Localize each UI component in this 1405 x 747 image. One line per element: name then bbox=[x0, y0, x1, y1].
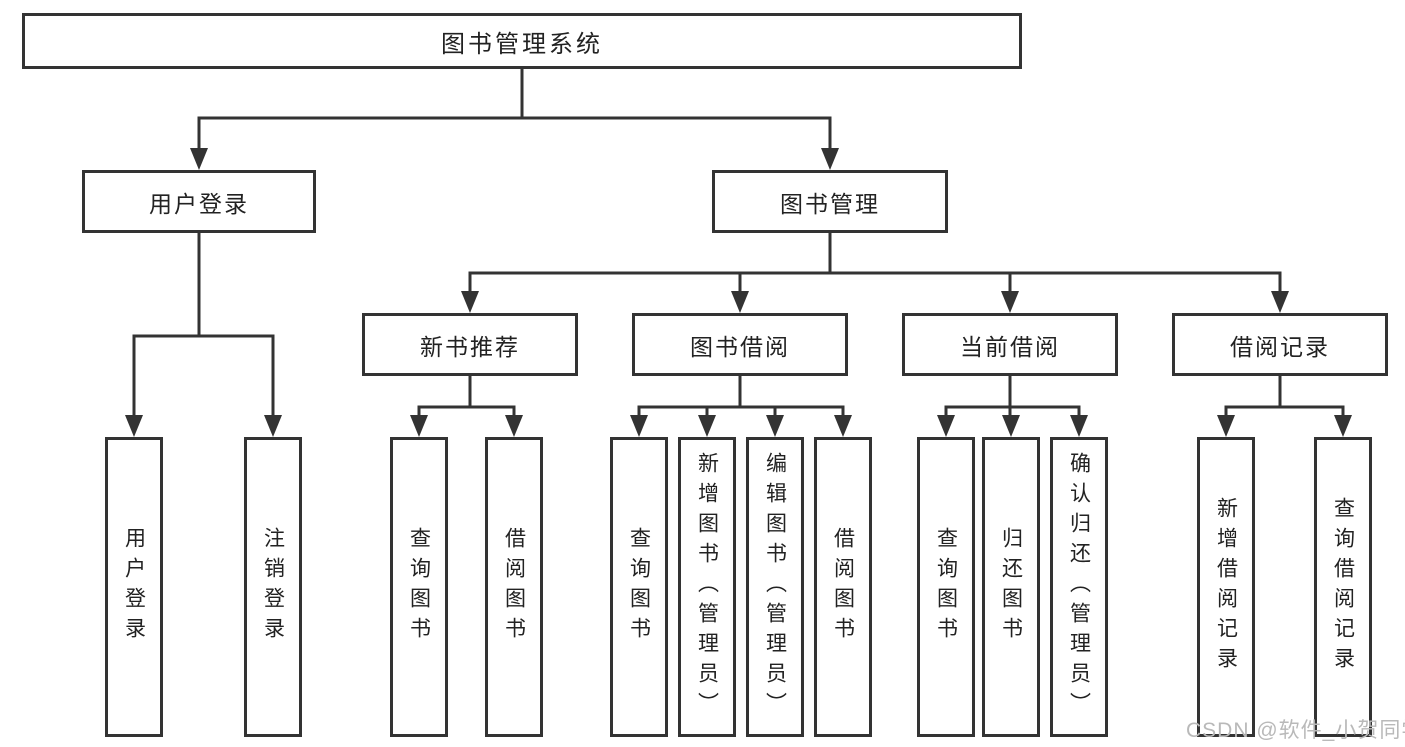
node-label: 查询图书 bbox=[627, 527, 651, 647]
arrowhead-icon bbox=[937, 415, 955, 437]
leaf-edit-books-admin: 编辑图书（管理员） bbox=[746, 437, 804, 737]
arrowhead-icon bbox=[190, 148, 208, 170]
node-label: 确认归还（管理员） bbox=[1067, 452, 1091, 722]
node-label: 用户登录 bbox=[149, 190, 249, 217]
arrowhead-icon bbox=[731, 291, 749, 313]
arrowhead-icon bbox=[698, 415, 716, 437]
node-label: 图书管理 bbox=[780, 190, 880, 217]
leaf-logout: 注销登录 bbox=[244, 437, 302, 737]
arrowhead-icon bbox=[125, 415, 143, 437]
node-label: 查询图书 bbox=[407, 527, 431, 647]
arrowhead-icon bbox=[1002, 415, 1020, 437]
node-book-management: 图书管理 bbox=[712, 170, 948, 233]
node-label: 注销登录 bbox=[261, 527, 285, 647]
arrowhead-icon bbox=[461, 291, 479, 313]
leaf-query-borrow-record: 查询借阅记录 bbox=[1314, 437, 1372, 737]
arrowhead-icon bbox=[1271, 291, 1289, 313]
leaf-user-login: 用户登录 bbox=[105, 437, 163, 737]
leaf-borrow-books-recommend: 借阅图书 bbox=[485, 437, 543, 737]
arrowhead-icon bbox=[834, 415, 852, 437]
arrowhead-icon bbox=[1217, 415, 1235, 437]
node-label: 用户登录 bbox=[122, 527, 146, 647]
node-label: 查询图书 bbox=[934, 527, 958, 647]
node-book-borrowing: 图书借阅 bbox=[632, 313, 848, 376]
node-label: 借阅记录 bbox=[1230, 333, 1330, 360]
arrowhead-icon bbox=[630, 415, 648, 437]
arrowhead-icon bbox=[821, 148, 839, 170]
leaf-query-books-current: 查询图书 bbox=[917, 437, 975, 737]
node-library-management-system: 图书管理系统 bbox=[22, 13, 1022, 69]
arrowheads bbox=[125, 148, 1352, 437]
leaf-confirm-return-admin: 确认归还（管理员） bbox=[1050, 437, 1108, 737]
node-label: 借阅图书 bbox=[502, 527, 526, 647]
arrowhead-icon bbox=[505, 415, 523, 437]
arrowhead-icon bbox=[264, 415, 282, 437]
node-label: 查询借阅记录 bbox=[1331, 497, 1355, 677]
leaf-return-books: 归还图书 bbox=[982, 437, 1040, 737]
node-label: 借阅图书 bbox=[831, 527, 855, 647]
arrowhead-icon bbox=[1334, 415, 1352, 437]
node-current-borrowing: 当前借阅 bbox=[902, 313, 1118, 376]
leaf-borrow-books: 借阅图书 bbox=[814, 437, 872, 737]
node-label: 图书管理系统 bbox=[441, 30, 603, 58]
arrowhead-icon bbox=[410, 415, 428, 437]
node-label: 新书推荐 bbox=[420, 333, 520, 360]
node-label: 归还图书 bbox=[999, 527, 1023, 647]
leaf-query-books-recommend: 查询图书 bbox=[390, 437, 448, 737]
node-user-login: 用户登录 bbox=[82, 170, 316, 233]
node-label: 当前借阅 bbox=[960, 333, 1060, 360]
arrowhead-icon bbox=[766, 415, 784, 437]
leaf-query-books-borrow: 查询图书 bbox=[610, 437, 668, 737]
csdn-watermark: CSDN @软件_小贺同学 bbox=[1186, 719, 1405, 742]
node-label: 图书借阅 bbox=[690, 333, 790, 360]
node-borrowing-records: 借阅记录 bbox=[1172, 313, 1388, 376]
connector-path bbox=[132, 67, 1345, 421]
leaf-add-borrow-record: 新增借阅记录 bbox=[1197, 437, 1255, 737]
arrowhead-icon bbox=[1070, 415, 1088, 437]
node-label: 编辑图书（管理员） bbox=[763, 452, 787, 722]
node-label: 新增图书（管理员） bbox=[695, 452, 719, 722]
leaf-add-books-admin: 新增图书（管理员） bbox=[678, 437, 736, 737]
node-new-book-recommendation: 新书推荐 bbox=[362, 313, 578, 376]
node-label: 新增借阅记录 bbox=[1214, 497, 1238, 677]
arrowhead-icon bbox=[1001, 291, 1019, 313]
